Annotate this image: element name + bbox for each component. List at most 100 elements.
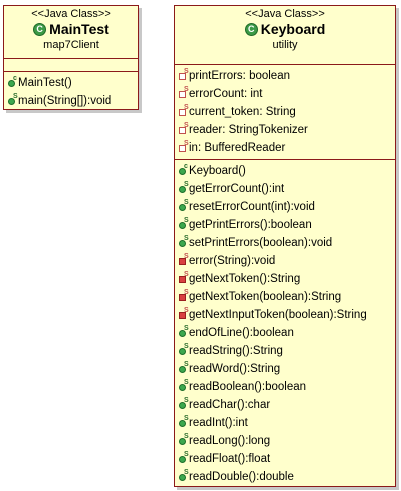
static-marker: S xyxy=(184,343,189,350)
method-label: getErrorCount():int xyxy=(189,183,285,195)
static-marker: S xyxy=(184,451,189,458)
static-marker: S xyxy=(184,140,189,147)
static-marker: S xyxy=(184,86,189,93)
method-label: MainTest() xyxy=(18,77,72,89)
public-member-icon xyxy=(8,80,15,87)
public-member-icon xyxy=(8,98,15,105)
field-label: current_token: String xyxy=(189,106,296,118)
field-label: errorCount: int xyxy=(189,88,263,100)
private-method-icon xyxy=(179,312,186,319)
class-icon: C xyxy=(244,23,258,36)
public-member-icon xyxy=(179,474,186,481)
static-marker: S xyxy=(13,93,18,100)
method-label: endOfLine():boolean xyxy=(189,327,294,339)
class-name: Keyboard xyxy=(260,21,326,37)
class-header-keyboard: <<Java Class>> C Keyboard utility xyxy=(175,6,395,65)
static-marker: S xyxy=(184,253,189,260)
method-label: Keyboard() xyxy=(189,165,246,177)
class-package: map7Client xyxy=(43,39,99,51)
public-member-icon xyxy=(179,204,186,211)
class-name: MainTest xyxy=(49,21,109,37)
public-member-icon xyxy=(179,330,186,337)
field-label: reader: StringTokenizer xyxy=(189,124,308,136)
public-member-icon xyxy=(179,402,186,409)
static-marker: S xyxy=(184,397,189,404)
constructor-marker: c xyxy=(184,163,188,170)
static-marker: S xyxy=(184,379,189,386)
static-marker: S xyxy=(184,235,189,242)
method-label: readBoolean():boolean xyxy=(189,381,307,393)
field-label: in: BufferedReader xyxy=(189,142,286,154)
fields-section xyxy=(4,59,138,72)
method-label: readInt():int xyxy=(189,417,248,429)
method-label: error(String):void xyxy=(189,255,276,267)
private-field-icon xyxy=(179,73,186,80)
private-field-icon xyxy=(179,127,186,134)
public-member-icon xyxy=(179,348,186,355)
private-field-icon xyxy=(179,91,186,98)
static-marker: S xyxy=(184,181,189,188)
private-method-icon xyxy=(179,258,186,265)
method-label: getPrintErrors():boolean xyxy=(189,219,312,231)
static-marker: S xyxy=(184,68,189,75)
public-member-icon xyxy=(179,438,186,445)
method-label: setPrintErrors(boolean):void xyxy=(189,237,333,249)
class-icon: C xyxy=(33,23,47,36)
class-header-maintest: <<Java Class>> C MainTest map7Client xyxy=(4,6,138,59)
static-marker: S xyxy=(184,199,189,206)
static-marker: S xyxy=(184,307,189,314)
static-marker: S xyxy=(184,271,189,278)
private-method-icon xyxy=(179,276,186,283)
static-marker: S xyxy=(184,415,189,422)
static-marker: S xyxy=(184,289,189,296)
static-marker: S xyxy=(184,325,189,332)
public-member-icon xyxy=(179,222,186,229)
field-label: printErrors: boolean xyxy=(189,70,290,82)
public-member-icon xyxy=(179,456,186,463)
method-label: readChar():char xyxy=(189,399,271,411)
private-method-icon xyxy=(179,294,186,301)
method-label: readDouble():double xyxy=(189,471,294,483)
method-label: readFloat():float xyxy=(189,453,271,465)
class-package: utility xyxy=(272,39,298,51)
static-marker: S xyxy=(184,361,189,368)
static-marker: S xyxy=(184,469,189,476)
method-label: readString():String xyxy=(189,345,283,357)
private-field-icon xyxy=(179,145,186,152)
public-member-icon xyxy=(179,366,186,373)
static-marker: S xyxy=(184,217,189,224)
private-field-icon xyxy=(179,109,186,116)
public-member-icon xyxy=(179,186,186,193)
method-label: getNextInputToken(boolean):String xyxy=(189,309,367,321)
class-stereotype: <<Java Class>> xyxy=(31,8,111,20)
